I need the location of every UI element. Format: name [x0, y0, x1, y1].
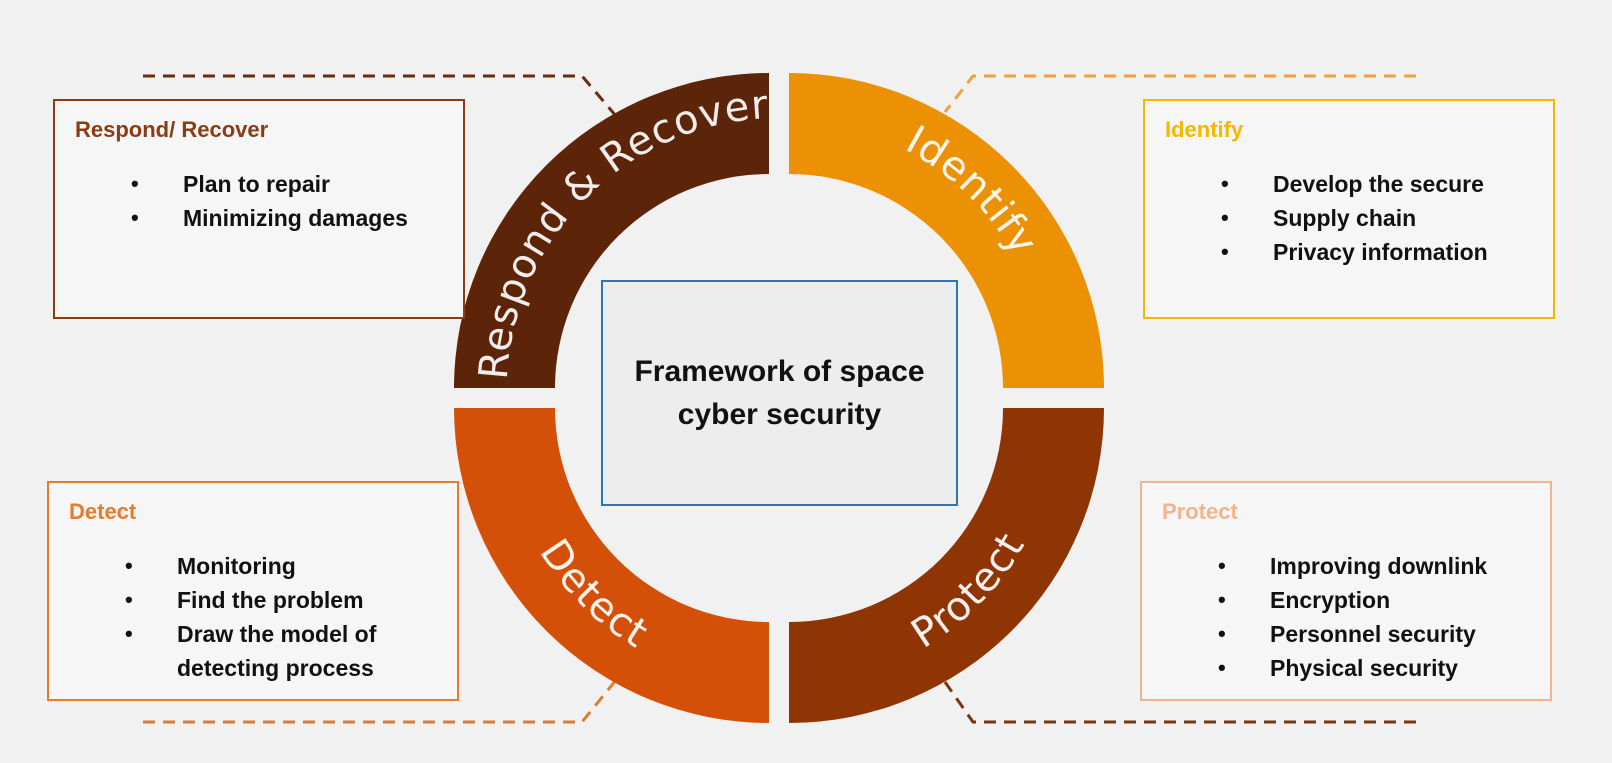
list-item: Encryption [1162, 583, 1530, 617]
list-item: Minimizing damages [75, 201, 443, 235]
list-item: Develop the secure [1165, 167, 1533, 201]
list-item: Physical security [1162, 651, 1530, 685]
list-item: Plan to repair [75, 167, 443, 201]
identify-segment [789, 73, 1104, 388]
protect-box-title: Protect [1162, 499, 1238, 524]
identify-leader-line [943, 74, 1416, 113]
protect-leader-line [943, 681, 1416, 724]
center-box: Framework of space cyber security [601, 280, 958, 506]
detect-list: Monitoring Find the problem Draw the mod… [69, 549, 437, 685]
list-item: Find the problem [69, 583, 437, 617]
detect-segment [454, 408, 769, 723]
respond-recover-box-title: Respond/ Recover [75, 117, 269, 142]
respond-recover-box: Respond/ Recover Plan to repair Minimizi… [53, 99, 465, 319]
center-title: Framework of space cyber security [634, 355, 925, 431]
list-item: Improving downlink [1162, 549, 1530, 583]
list-item: Privacy information [1165, 235, 1533, 269]
identify-box: Identify Develop the secure Supply chain… [1143, 99, 1555, 319]
protect-segment [789, 408, 1104, 723]
respond-recover-segment [454, 73, 769, 388]
identify-list: Develop the secure Supply chain Privacy … [1165, 167, 1533, 269]
list-item: Monitoring [69, 549, 437, 583]
list-item: Personnel security [1162, 617, 1530, 651]
list-item: Draw the model of detecting process [69, 617, 437, 685]
protect-box: Protect Improving downlink Encryption Pe… [1140, 481, 1552, 701]
protect-list: Improving downlink Encryption Personnel … [1162, 549, 1530, 685]
list-item: Supply chain [1165, 201, 1533, 235]
respond-recover-list: Plan to repair Minimizing damages [75, 167, 443, 235]
detect-box-title: Detect [69, 499, 137, 524]
detect-box: Detect Monitoring Find the problem Draw … [47, 481, 459, 701]
respond-leader-line [143, 74, 618, 117]
detect-leader-line [143, 679, 618, 724]
identify-box-title: Identify [1165, 117, 1244, 142]
